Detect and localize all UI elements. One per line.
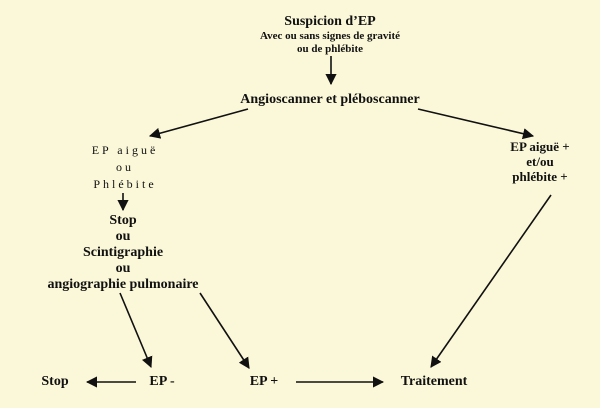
options-line-1: Stop [109, 213, 137, 228]
stop-node: Stop [30, 374, 80, 390]
options-line-4: ou [115, 261, 131, 277]
arrow-options-to-ep-minus [119, 292, 153, 369]
stop-label: Stop [41, 374, 69, 389]
arrow-angioscanner-to-negative [148, 108, 249, 139]
positive-node: EP aiguë + et/ou phlébite + [490, 139, 590, 185]
suspicion-line-2: Avec ou sans signes de gravité [259, 30, 401, 43]
angioscanner-label: Angioscanner et pléboscanner [240, 92, 420, 107]
ep-plus-node: EP + [234, 374, 294, 390]
arrow-positive-to-traitement [430, 194, 552, 368]
traitement-label: Traitement [400, 374, 468, 389]
suspicion-title: Suspicion d’EP [284, 14, 376, 29]
angioscanner-node: Angioscanner et pléboscanner [190, 92, 470, 108]
suspicion-line-3: ou de phlébite [296, 42, 363, 55]
arrow-options-to-ep-plus [199, 292, 250, 369]
options-line-2: ou [115, 229, 131, 245]
positive-line-3: phlébite + [512, 168, 568, 184]
traitement-node: Traitement [384, 374, 484, 390]
suspicion-node: Suspicion d’EP Avec ou sans signes de gr… [200, 14, 460, 55]
negative-node: EP aiguë ou Phlébite [55, 142, 195, 192]
options-node: Stop ou Scintigraphie ou angiographie pu… [8, 213, 238, 293]
positive-line-2: et/ou [526, 153, 554, 169]
arrow-angioscanner-to-positive [417, 108, 535, 140]
negative-line-3: Phlébite [93, 176, 157, 191]
positive-line-1: EP aiguë + [510, 139, 570, 154]
ep-plus-label: EP + [249, 374, 279, 389]
ep-minus-label: EP - [149, 374, 175, 389]
ep-minus-node: EP - [134, 374, 190, 390]
negative-line-2: ou [116, 159, 134, 174]
options-line-3: Scintigraphie [82, 245, 164, 261]
negative-line-1: EP aiguë [91, 143, 159, 157]
options-line-5: angiographie pulmonaire [47, 277, 199, 293]
